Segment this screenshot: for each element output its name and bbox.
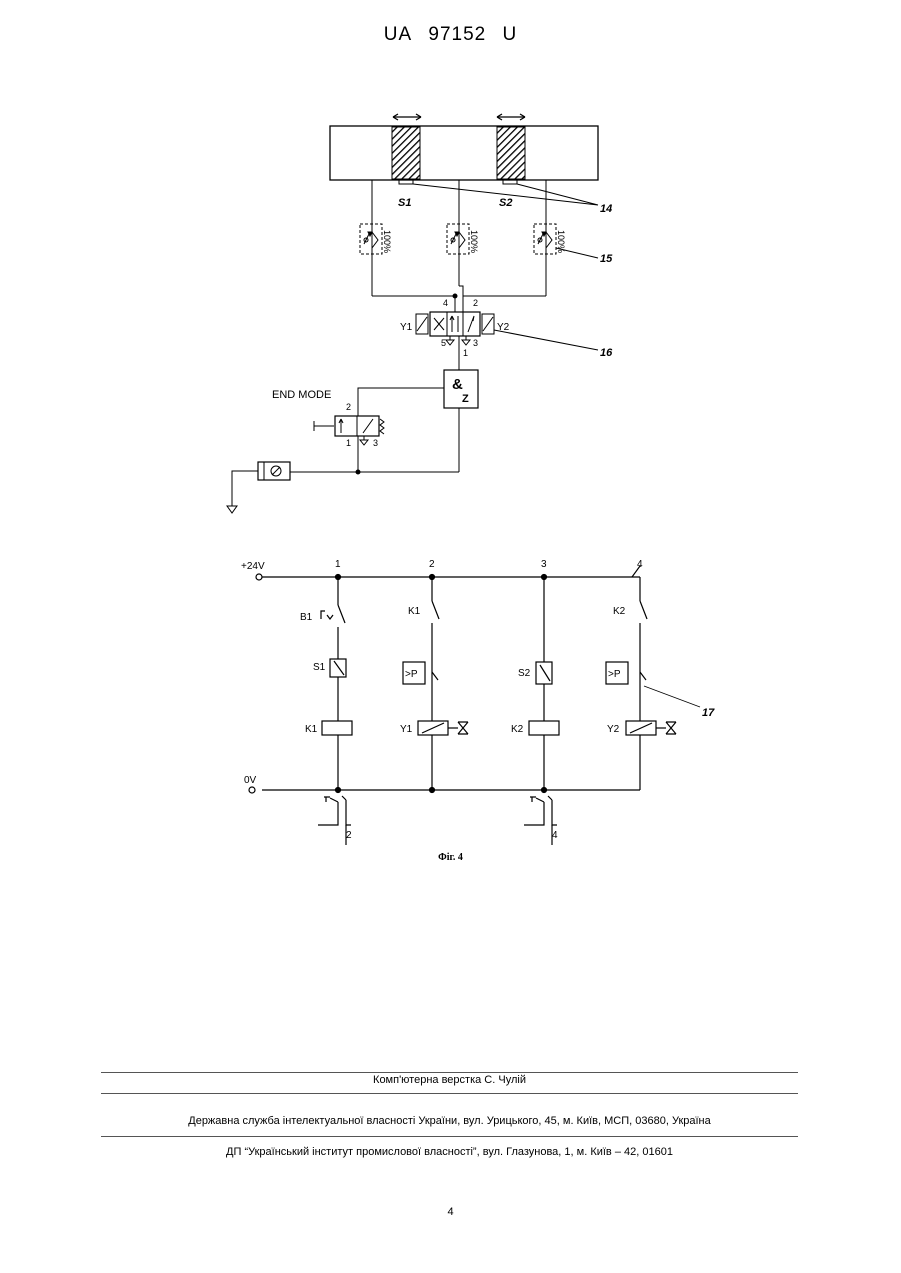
ref-14: 14 — [600, 203, 612, 215]
label-k1-coil: K1 — [305, 724, 318, 735]
valve-port-1: 1 — [463, 348, 468, 358]
throttle-1-pct: 100% — [382, 230, 392, 253]
end-port-1: 1 — [346, 438, 351, 448]
footer-layout-credit: Комп'ютерна верстка С. Чулій — [101, 1074, 798, 1086]
electrical-scheme — [249, 566, 700, 845]
column-label-3: 3 — [541, 559, 547, 570]
label-s2: S2 — [499, 197, 512, 209]
ref-15: 15 — [600, 253, 613, 265]
label-s1: S1 — [313, 662, 326, 673]
throttle-valve-3 — [534, 224, 556, 254]
piston-1 — [392, 127, 420, 179]
column-label-4: 4 — [637, 559, 643, 570]
and-symbol: & — [452, 376, 463, 393]
valve-port-4: 4 — [443, 298, 448, 308]
ref-16: 16 — [600, 347, 613, 359]
double-arrow-icon — [393, 114, 525, 120]
column-3 — [529, 575, 559, 793]
figure-4-drawing: S1 S2 14 15 16 100% 100% 100% 4 2 5 3 1 … — [0, 0, 901, 900]
pneumatic-labels: S1 S2 14 15 16 100% 100% 100% 4 2 5 3 1 … — [272, 197, 613, 448]
throttle-3-pct: 100% — [556, 230, 566, 253]
label-24v: +24V — [241, 561, 265, 572]
footer-divider-1 — [101, 1072, 798, 1073]
pressure-switch-2: >P — [608, 669, 621, 680]
valve-port-5: 5 — [441, 338, 446, 348]
coil-y1-label: Y1 — [400, 322, 413, 333]
label-s1: S1 — [398, 197, 411, 209]
footer-divider-2 — [101, 1093, 798, 1094]
label-k2-contact: K2 — [613, 606, 626, 617]
label-s2: S2 — [518, 668, 531, 679]
end-mode-label: END MODE — [272, 389, 331, 401]
throttle-2-pct: 100% — [469, 230, 479, 253]
footer-agency: Державна служба інтелектуальної власност… — [101, 1115, 798, 1127]
throttle-valve-2 — [447, 224, 469, 254]
label-0v: 0V — [244, 775, 257, 786]
ref-17: 17 — [702, 707, 715, 719]
valve-port-3: 3 — [473, 338, 478, 348]
solenoid-valve-5-2 — [416, 312, 494, 345]
label-k2-coil: K2 — [511, 724, 524, 735]
pressure-switch-1: >P — [405, 669, 418, 680]
column-label-2: 2 — [429, 559, 435, 570]
figure-caption: Фіг. 4 — [0, 852, 901, 863]
coil-y2-label: Y2 — [497, 322, 510, 333]
footer-divider-3 — [101, 1136, 798, 1137]
contact-ref-4: 4 — [552, 830, 558, 841]
label-k1-contact: K1 — [408, 606, 421, 617]
footer-institute: ДП “Український інститут промислової вла… — [101, 1146, 798, 1158]
end-port-3: 3 — [373, 438, 378, 448]
page-number: 4 — [0, 1206, 901, 1218]
service-unit — [258, 462, 290, 480]
electrical-labels: +24V 0V 1 2 3 4 B1 K1 K2 S1 S2 >P >P K1 … — [241, 559, 715, 841]
contact-ref-2: 2 — [346, 830, 352, 841]
cylinder-body — [330, 126, 598, 180]
column-label-1: 1 — [335, 559, 341, 570]
throttle-valve-1 — [360, 224, 382, 254]
piston-2 — [497, 127, 525, 179]
label-b1: B1 — [300, 612, 313, 623]
label-y1: Y1 — [400, 724, 413, 735]
label-y2: Y2 — [607, 724, 620, 735]
pneumatic-scheme — [227, 114, 598, 513]
end-port-2: 2 — [346, 402, 351, 412]
valve-port-2: 2 — [473, 298, 478, 308]
and-z: Z — [462, 393, 469, 405]
column-1 — [321, 575, 352, 793]
